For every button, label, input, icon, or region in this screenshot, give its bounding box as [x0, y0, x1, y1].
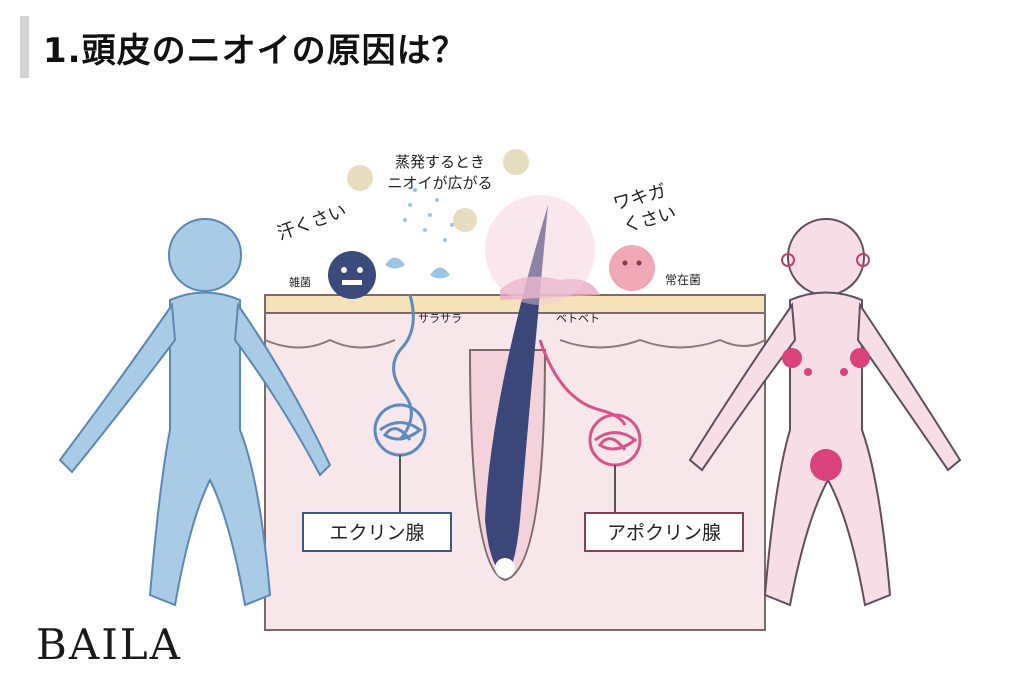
eccrine-label-box: エクリン腺 [302, 512, 452, 552]
resident-bacteria-icon [609, 245, 655, 291]
sweaty-label: 汗くさい [275, 200, 350, 244]
evaporation-label-line2: ニオイが広がる [387, 174, 492, 192]
evaporation-label-line1: 蒸発するとき [395, 153, 485, 171]
smooth-label: サラサラ [418, 312, 462, 325]
sebum-blob [485, 195, 600, 305]
various-bacteria-label: 雑菌 [289, 275, 311, 289]
page-title: 1.頭皮のニオイの原因は？ [43, 30, 467, 71]
vapor-dots [385, 188, 454, 279]
pink-human-figure [688, 218, 962, 607]
apocrine-gland-label: アポクリン腺 [607, 522, 721, 544]
eccrine-gland [373, 294, 427, 512]
sweat-gland-diagram: エクリン腺 アポクリン腺 蒸発するとき ニオイが広がる 汗くさい ワキガ くさい… [58, 149, 962, 631]
resident-bacteria-label: 常在菌 [665, 273, 701, 287]
sticky-label: ベトベト [556, 312, 600, 325]
baila-logo: BAILA [36, 620, 183, 669]
bacteria-icon [328, 251, 376, 299]
apocrine-gland [538, 339, 642, 512]
blue-human-figure [58, 218, 332, 607]
heading-accent-bar [20, 16, 29, 78]
odor-puffs [347, 149, 529, 232]
apocrine-label-box: アポクリン腺 [584, 512, 744, 552]
eccrine-gland-label: エクリン腺 [329, 522, 424, 544]
section-heading: 1.頭皮のニオイの原因は？ [20, 16, 467, 78]
